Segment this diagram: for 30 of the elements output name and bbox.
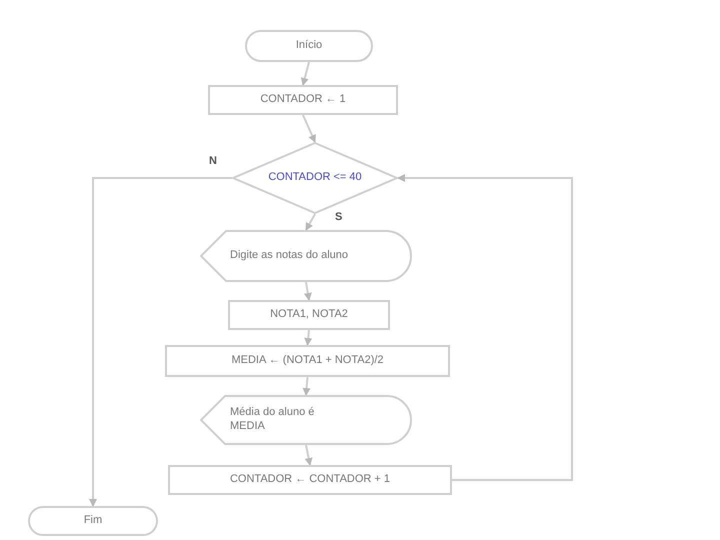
node-text: CONTADOR <= 40 (268, 171, 362, 185)
arrow (302, 114, 316, 143)
arrow (89, 177, 232, 507)
node-text: Média do aluno é (230, 406, 314, 420)
end-terminal (28, 506, 158, 536)
input-box (228, 300, 390, 330)
decision-diamond (232, 142, 398, 214)
display-shape (200, 230, 412, 282)
arrow (304, 330, 312, 346)
node-text: MEDIA ← (NOTA1 + NOTA2)/2 (231, 354, 384, 368)
arrow (304, 444, 313, 466)
process-box (168, 465, 452, 495)
node-text: Fim (84, 514, 102, 528)
arrow (300, 62, 310, 86)
start-terminal (245, 30, 373, 62)
node-text: CONTADOR ← 1 (260, 93, 346, 107)
node-text: MEDIA (230, 420, 265, 434)
node-text: Início (296, 39, 322, 53)
process-box (208, 85, 398, 115)
node-text: Digite as notas do aluno (230, 249, 348, 263)
process-box (165, 345, 450, 377)
edge-label: S (333, 212, 344, 223)
node-text: NOTA1, NOTA2 (270, 308, 348, 322)
arrow (302, 376, 311, 396)
edge-label: N (207, 156, 219, 167)
node-text: CONTADOR ← CONTADOR + 1 (230, 473, 390, 487)
arrow (304, 282, 312, 301)
display-shape (200, 395, 412, 445)
arrow (305, 214, 316, 231)
arrow (397, 174, 573, 481)
